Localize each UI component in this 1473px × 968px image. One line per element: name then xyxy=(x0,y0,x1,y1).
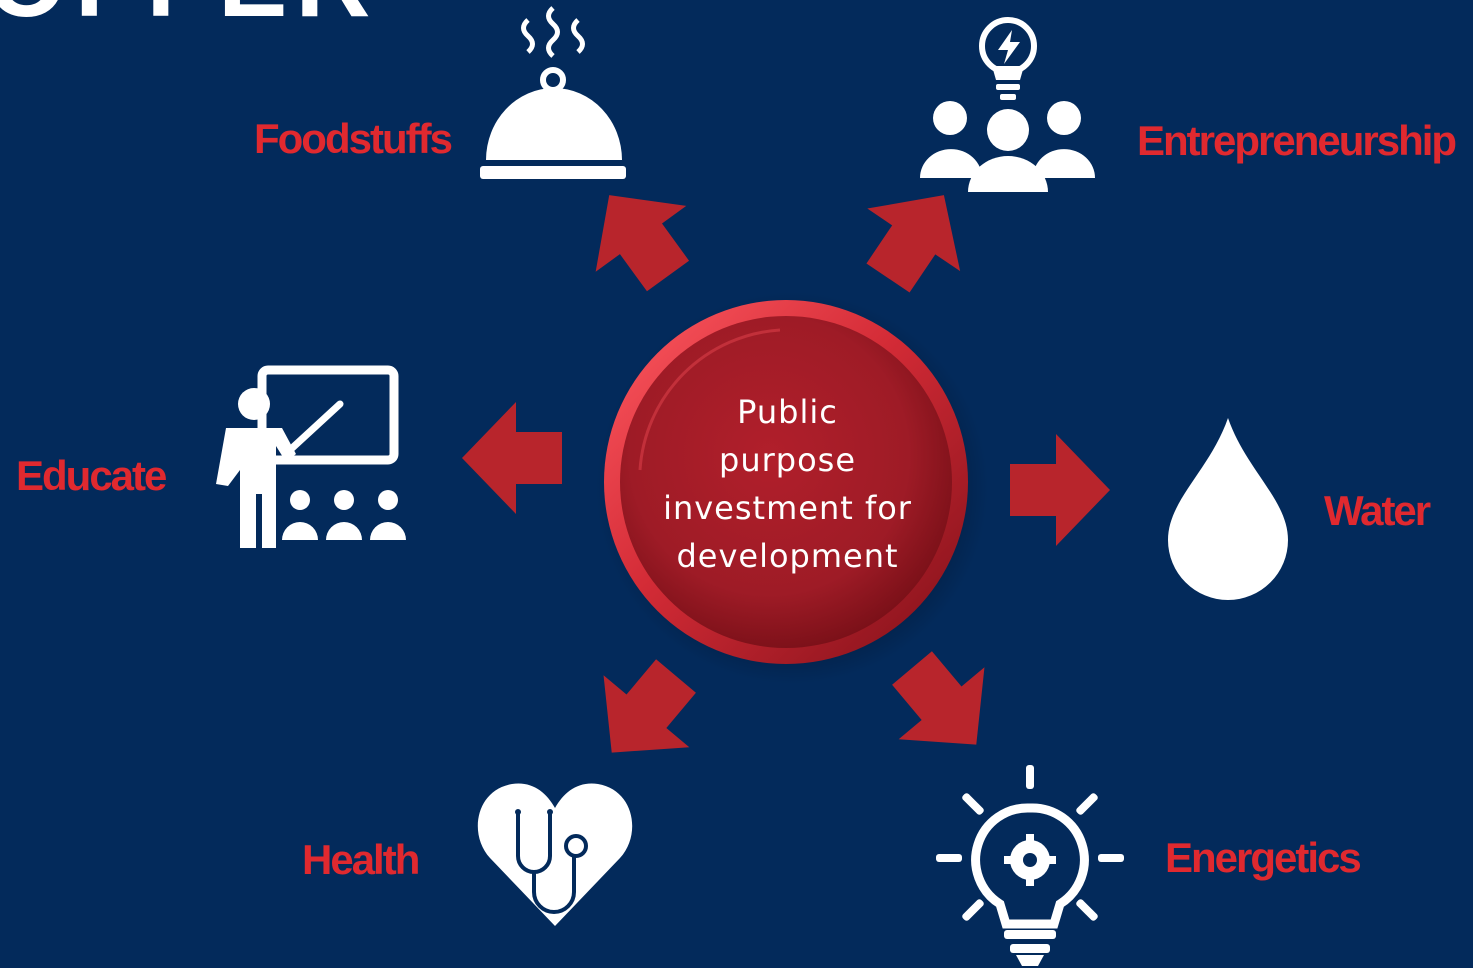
arrow-to-health xyxy=(568,640,719,789)
hub-line-1: Public xyxy=(737,393,838,431)
team-idea-icon xyxy=(920,17,1095,192)
teacher-board-icon xyxy=(216,365,406,548)
label-health: Health xyxy=(302,836,420,883)
label-energetics: Energetics xyxy=(1165,834,1362,881)
label-water: Water xyxy=(1324,487,1431,534)
food-cloche-icon xyxy=(480,6,626,179)
label-foodstuffs: Foodstuffs xyxy=(254,115,453,162)
arrow-to-entrepreneurship xyxy=(841,163,991,310)
water-drop-icon xyxy=(1168,418,1288,600)
label-entrepreneurship: Entrepreneurship xyxy=(1137,117,1457,164)
label-educate: Educate xyxy=(16,452,167,499)
hub-line-2: purpose xyxy=(719,441,856,479)
hub-disc xyxy=(596,292,988,684)
arrow-to-foodstuffs xyxy=(563,162,714,309)
hub-text: Public purpose investment for developmen… xyxy=(640,388,935,580)
cropped-heading: OFFER xyxy=(0,0,378,41)
arrow-to-water xyxy=(1010,434,1110,546)
heart-stethoscope-icon xyxy=(477,783,633,926)
lightbulb-gear-icon xyxy=(936,765,1124,966)
hub-line-4: development xyxy=(676,537,899,575)
arrow-to-educate xyxy=(462,402,562,514)
hub-line-3: investment for xyxy=(663,489,912,527)
